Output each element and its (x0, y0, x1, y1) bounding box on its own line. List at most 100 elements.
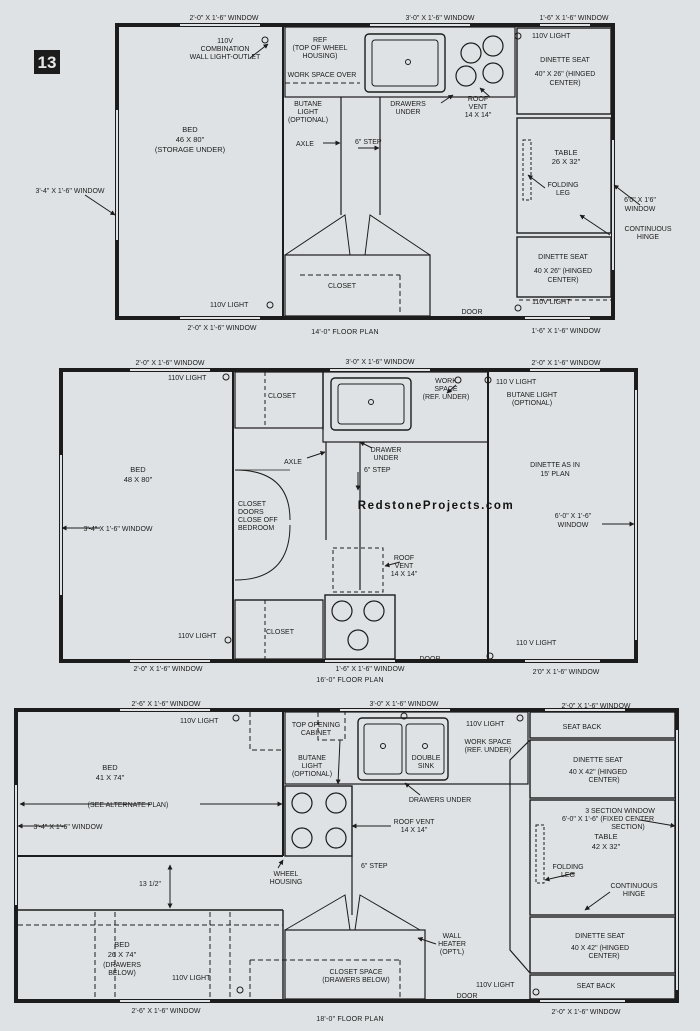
plan-c-workspace-2: (REF. UNDER) (465, 747, 512, 754)
plan-b-butane-2: (OPTIONAL) (512, 400, 552, 407)
plan-c-drawers: DRAWERS UNDER (409, 797, 471, 804)
plan-a-combo-2: COMBINATION (201, 46, 250, 53)
plan-a-leg-1: FOLDING (547, 182, 578, 189)
plan-c-bed2-2: 26 X 74" (108, 950, 137, 959)
plan-a-ref-3: HOUSING) (303, 53, 338, 60)
plan-a-drawers-2: UNDER (396, 109, 421, 116)
plan-c-heater-2: HEATER (438, 941, 466, 948)
plan-a-axle: AXLE (296, 141, 314, 148)
plan-c-cabinet-1: TOP OPENING (292, 722, 340, 729)
plan-c-light-tr: 110V LIGHT (466, 721, 505, 728)
plan-b-dinette-2: 15' PLAN (540, 471, 569, 478)
plan-a-vent-3: 14 X 14" (465, 112, 492, 119)
plan-c-dinette2-1: DINETTE SEAT (575, 933, 625, 940)
plan-a-window-bottom-left: 2'-0" X 1'-6" WINDOW (187, 325, 256, 332)
plan-b-step: 6" STEP (364, 467, 391, 474)
plan-c-step: 6" STEP (361, 863, 388, 870)
plan-c-closet-2: (DRAWERS BELOW) (322, 977, 389, 984)
plan-c-table-1: TABLE (594, 832, 617, 841)
plan-c-window-top-right: 2'-0" X 1'-6" WINDOW (561, 703, 630, 710)
plan-a-window-top-right: 1'-6" X 1'-6" WINDOW (539, 15, 608, 22)
plan-c-butane-3: (OPTIONAL) (292, 771, 332, 778)
watermark: RedstoneProjects.com (358, 500, 515, 512)
plan-a-vent-2: VENT (469, 104, 488, 111)
plan-c-bed2-1: BED (114, 940, 130, 949)
plan-b-vent-1: ROOF (394, 555, 414, 562)
plan-a-window-right-2: WINDOW (625, 206, 656, 213)
plan-c-dinette1-1: DINETTE SEAT (573, 757, 623, 764)
plan-c-alt: (SEE ALTERNATE PLAN) (88, 802, 169, 809)
plan-a-workspace: WORK SPACE OVER (288, 72, 357, 79)
plan-b-bed-2: 48 X 80" (124, 475, 153, 484)
plan-a-door: DOOR (462, 309, 483, 316)
plan-b-caption: 16'-0" FLOOR PLAN (316, 677, 384, 684)
plan-c-window-left: 3'-4" X 1'-6" WINDOW (33, 824, 102, 831)
plan-b-drawer-1: DRAWER (371, 447, 402, 454)
plan-c-seat-back-top: SEAT BACK (563, 724, 602, 731)
plan-a-butane-3: (OPTIONAL) (288, 117, 328, 124)
plan-c-workspace-1: WORK SPACE (465, 739, 512, 746)
plan-c-window-right-2: 6'-0" X 1'-6" (FIXED CENTER (562, 816, 654, 823)
plan-b-workspace-2: SPACE (434, 386, 458, 393)
plan-14ft (84, 23, 641, 320)
plan-c-dinette2-2: 40 X 42" (HINGED (571, 945, 629, 952)
plan-b-window-top-left: 2'-0" X 1'-6" WINDOW (135, 360, 204, 367)
plan-c-bed2-3: (DRAWERS (103, 962, 141, 969)
plan-b-closet-bottom: CLOSET (266, 629, 295, 636)
plan-a-window-top-left: 2'-0" X 1'-6" WINDOW (189, 15, 258, 22)
plan-b-door: DOOR (420, 656, 441, 663)
plan-c-seat-back-bottom: SEAT BACK (577, 983, 616, 990)
plan-c-labels: 2'-6" X 1'-6" WINDOW 3'-0" X 1'-6" WINDO… (33, 701, 657, 1023)
plan-c-window-top-left: 2'-6" X 1'-6" WINDOW (131, 701, 200, 708)
plan-a-dinette2-2: 40 X 26" (HINGED (534, 268, 592, 275)
plan-b-butane-1: BUTANE LIGHT (507, 392, 558, 399)
plan-b-window-bottom-left: 2'-0" X 1'-6" WINDOW (133, 666, 202, 673)
plan-a-light-bl: 110V LIGHT (210, 302, 249, 309)
plan-c-leg-2: LEG (561, 872, 575, 879)
plan-a-bed-2: 46 X 80" (176, 135, 205, 144)
plan-a-window-left: 3'-4" X 1'-6" WINDOW (35, 188, 104, 195)
plan-a-dinette1-2: 40" X 26" (HINGED (535, 71, 596, 78)
plan-c-bed-2: 41 X 74" (96, 773, 125, 782)
plan-a-bed-3: (STORAGE UNDER) (155, 145, 226, 154)
plan-a-closet: CLOSET (328, 283, 357, 290)
plan-b-closet-top: CLOSET (268, 393, 297, 400)
plan-c-cabinet-2: CABINET (301, 730, 332, 737)
plan-a-ref-2: (TOP OF WHEEL (293, 45, 348, 52)
plan-c-caption: 18'-0" FLOOR PLAN (316, 1016, 384, 1023)
plan-c-butane-2: LIGHT (302, 763, 323, 770)
plan-c-vent-1: ROOF VENT (394, 819, 436, 826)
plan-a-bed-1: BED (182, 125, 198, 134)
plan-c-light-tl: 110V LIGHT (180, 718, 219, 725)
plan-b-window-bottom-mid: 1'-6" X 1'-6" WINDOW (335, 666, 404, 673)
plan-c-window-right-1: 3 SECTION WINDOW (585, 808, 655, 815)
plan-c-window-right-3: SECTION) (611, 824, 644, 831)
plan-a-labels: 2'-0" X 1'-6" WINDOW 3'-0" X 1'-6" WINDO… (35, 15, 671, 336)
plan-b-dinette-1: DINETTE AS IN (530, 462, 580, 469)
plan-b-window-bottom-right: 2'0" X 1'-6" WINDOW (533, 669, 600, 676)
plan-b-drawer-2: UNDER (374, 455, 399, 462)
plan-c-bed2-4: BELOW) (108, 970, 136, 977)
plan-c-sink-1: DOUBLE (412, 755, 441, 762)
plan-b-light-tr: 110 V LIGHT (496, 379, 537, 386)
plan-c-window-bottom-right: 2'-0" X 1'-6" WINDOW (551, 1009, 620, 1016)
plan-b-window-top-mid: 3'-0" X 1'-6" WINDOW (345, 359, 414, 366)
plan-b-window-top-right: 2'-0" X 1'-6" WINDOW (531, 360, 600, 367)
plan-b-closet-doors-4: BEDROOM (238, 525, 274, 532)
plan-a-dinette1-3: CENTER) (549, 80, 580, 87)
plan-a-leg-2: LEG (556, 190, 570, 197)
plan-c-dim: 13 1/2" (139, 881, 161, 888)
plan-a-dinette2-3: CENTER) (547, 277, 578, 284)
plan-18ft (14, 708, 679, 1003)
plan-b-closet-doors-2: DOORS (238, 509, 264, 516)
plan-a-table-2: 26 X 32" (552, 157, 581, 166)
figure-number-badge: 13 (34, 50, 60, 74)
figure-number: 13 (38, 53, 57, 72)
plan-c-hinge-2: HINGE (623, 891, 646, 898)
plan-b-window-right-1: 6'-0" X 1'-6" (555, 513, 592, 520)
plan-c-window-top-mid: 3'-0" X 1'-6" WINDOW (369, 701, 438, 708)
plan-c-window-bottom-left: 2'-6" X 1'-6" WINDOW (131, 1008, 200, 1015)
plan-c-sink-2: SINK (418, 763, 435, 770)
